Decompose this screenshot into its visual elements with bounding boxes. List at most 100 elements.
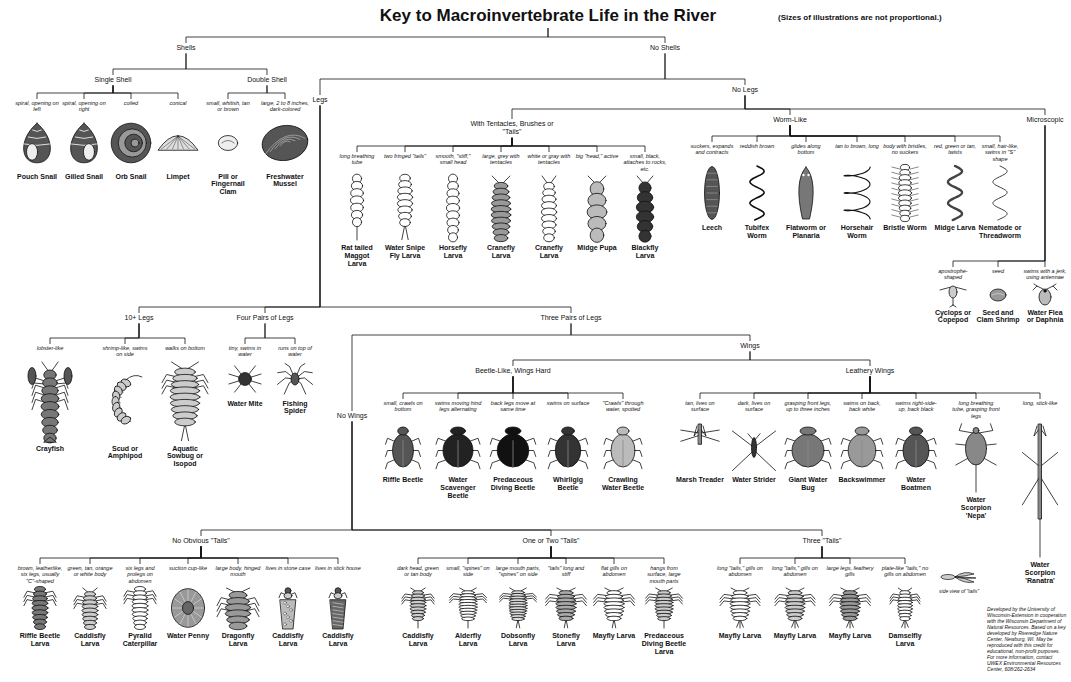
- key-branch-line: [740, 546, 822, 564]
- creature-sketch: [74, 588, 106, 629]
- organism-entry: reddish brownTubifex Worm: [735, 143, 779, 240]
- habitat-description: large, 2 to 8 inches, dark-colored: [260, 100, 310, 113]
- organism-name: Caddisfly Larva: [315, 632, 361, 648]
- category-label: 10+ Legs: [124, 314, 155, 322]
- key-category: Leathery Wings: [845, 367, 896, 375]
- key-branch-line: [228, 85, 267, 99]
- creature-sketch: [158, 135, 198, 149]
- organism-entry: tan, lives on surfaceMarsh Treader: [676, 400, 724, 484]
- habitat-description: small, hair-like, swims in "S" shape: [978, 143, 1022, 162]
- creature-sketch: [28, 362, 72, 443]
- organism-entry: smooth, "stiff," small headHorsefly Larv…: [431, 153, 475, 260]
- organism-illustration: [591, 585, 637, 631]
- key-branch-line: [50, 323, 139, 344]
- key-branch-line: [745, 95, 790, 115]
- organism-entry: tan to brown, longHorsehair Worm: [835, 143, 879, 240]
- organism-name: Riffle Beetle Larva: [17, 632, 63, 648]
- key-category: Wings: [739, 342, 760, 350]
- key-branch-line: [513, 351, 750, 366]
- organism-name: Water Snipe Fly Larva: [383, 244, 427, 260]
- creature-sketch: [500, 588, 537, 628]
- key-branch-line: [320, 105, 571, 313]
- organism-name: Midge Larva: [933, 224, 977, 232]
- title-bracket: [548, 28, 665, 43]
- habitat-description: long "tails," gills on abdomen: [715, 565, 765, 584]
- habitat-description: dark, lives on surface: [730, 400, 778, 419]
- habitat-description: swims on surface: [543, 400, 593, 419]
- organism-entry: apostrophe-shapedCyclops or Copepod: [931, 268, 975, 324]
- key-branch-line: [37, 85, 113, 99]
- key-branch-line: [267, 85, 285, 99]
- habitat-description: long breathing tube: [335, 153, 379, 172]
- habitat-description: swims with a jerk, using antennae: [1023, 268, 1067, 281]
- creature-sketch: [171, 589, 204, 628]
- key-branch-line: [113, 85, 131, 99]
- organism-illustration: [315, 585, 361, 631]
- organism-name: Marsh Treader: [676, 476, 724, 484]
- habitat-description: large body, hinged mouth: [215, 565, 261, 584]
- creature-sketch: [402, 588, 434, 628]
- organism-entry: white or gray with tentaclesCranefly Lar…: [527, 153, 571, 260]
- creature-sketch: [785, 427, 831, 469]
- habitat-description: swims moving hind legs alternating: [433, 400, 483, 419]
- organism-name: Blackfly Larva: [623, 244, 667, 260]
- organism-entry: shrimp-like, swims on sideScud or Amphip…: [100, 345, 150, 460]
- organism-name: Cranefly Larva: [527, 244, 571, 260]
- organism-entry: small, hair-like, swims in "S" shapeNema…: [978, 143, 1022, 240]
- organism-entry: six legs and prolegs on abdomenPyralid C…: [117, 565, 163, 648]
- organism-illustration: [17, 585, 63, 631]
- key-category: Microscopic: [1026, 116, 1065, 124]
- organism-illustration: [1023, 282, 1067, 308]
- organism-name: Nematode or Threadworm: [978, 224, 1022, 240]
- category-label: No Obvious "Tails": [171, 537, 231, 545]
- key-branch-line: [125, 323, 139, 344]
- organism-entry: two fringed "tails"Water Snipe Fly Larva: [383, 153, 427, 260]
- title-bracket: [186, 28, 548, 43]
- figure-note: side view of "tails": [936, 589, 982, 595]
- habitat-description: big "head," active: [575, 153, 619, 172]
- habitat-description: suckers, expands and contracts: [690, 143, 734, 162]
- organism-entry: tiny, swims in waterWater Mite: [225, 345, 265, 407]
- organism-illustration: [62, 114, 106, 172]
- key-category: Legs: [311, 96, 328, 104]
- key-branch-line: [750, 351, 870, 366]
- category-label: One or Two "Tails": [522, 537, 581, 545]
- key-branch-line: [188, 546, 201, 564]
- key-branch-line: [468, 546, 551, 564]
- key-branch-line: [453, 138, 512, 152]
- key-branch-line: [790, 125, 857, 142]
- key-branch-line: [405, 138, 512, 152]
- organism-entry: long "tails," gills on abdomenMayfly Lar…: [715, 565, 765, 640]
- creature-sketch: [940, 286, 966, 307]
- creature-sketch: [546, 588, 587, 628]
- creature-sketch: [260, 121, 310, 163]
- key-branch-line: [757, 125, 790, 142]
- organism-name: Water Penny: [165, 632, 211, 640]
- organism-illustration: [641, 585, 687, 631]
- key-branch-line: [352, 421, 551, 536]
- organism-illustration: [770, 585, 820, 631]
- organism-entry: long breathing tubeRat tailed Maggot Lar…: [335, 153, 379, 267]
- key-category: With Tentacles, Brushes or "Tails": [467, 120, 557, 137]
- organism-entry: red, green or tan, twistsMidge Larva: [933, 143, 977, 232]
- creature-sketch: [890, 588, 920, 628]
- organism-entry: swims with a jerk, using antennaeWater F…: [1023, 268, 1067, 324]
- organism-illustration: [715, 585, 765, 631]
- credit-note: Developed by the University of Wisconsin…: [987, 606, 1067, 672]
- key-category: Three "Tails": [801, 537, 842, 545]
- category-label: No Wings: [336, 412, 368, 420]
- organism-name: Caddisfly Larva: [395, 632, 441, 648]
- organism-name: Stonefly Larva: [543, 632, 589, 648]
- organism-entry: small, whitish, tan or brownPill or Fing…: [206, 100, 250, 196]
- creature-sketch: [1033, 284, 1057, 305]
- creature-sketch: [1022, 424, 1057, 557]
- organism-illustration: [825, 585, 875, 631]
- habitat-description: flat gills on abdomen: [591, 565, 637, 584]
- key-branch-line: [870, 376, 916, 399]
- habitat-description: grasping front legs, up to three inches: [784, 400, 832, 419]
- habitat-description: glides along bottom: [784, 143, 828, 162]
- organism-entry: spiral, opening on rightGilled Snail: [62, 100, 106, 180]
- creature-sketch: [732, 431, 775, 471]
